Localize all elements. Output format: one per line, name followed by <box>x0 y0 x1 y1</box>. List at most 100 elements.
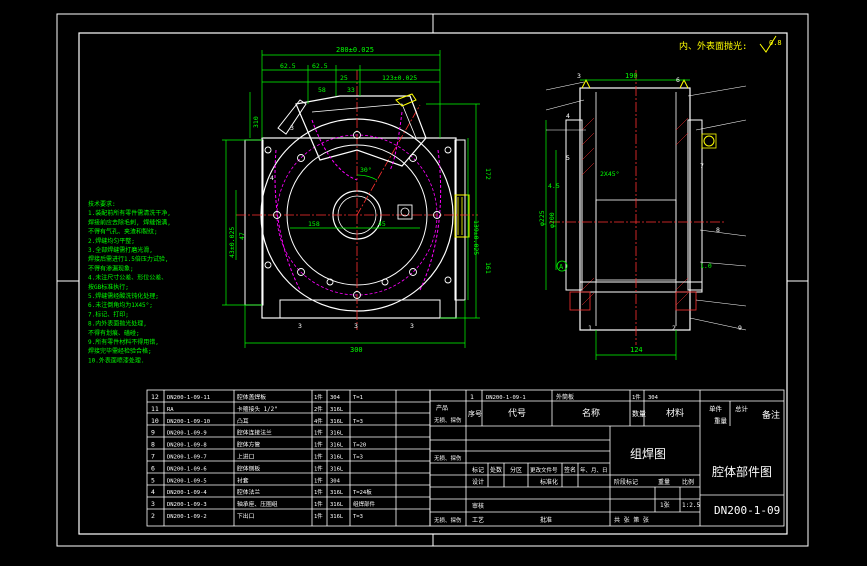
front-mark-3: 3 <box>298 322 302 330</box>
header-code: 代号 <box>508 408 526 419</box>
side-leader-7 <box>699 261 747 267</box>
tech-note-line: 9.所有零件材料不得用错, <box>88 338 159 346</box>
side-balloon-1: 3 <box>577 72 581 80</box>
header-weight: 重量 <box>714 417 728 425</box>
side-left-flange <box>565 119 583 291</box>
dim-bottom-total: 300 <box>350 346 363 354</box>
parts-right-row-qty: 1件 <box>632 393 641 401</box>
tech-note-line: 不得有渗漏现象; <box>88 264 134 272</box>
front-key-box <box>397 204 413 220</box>
parts-row-code: DN200-1-09-3 <box>167 502 207 508</box>
parts-row-mat: 316L <box>330 443 344 449</box>
title-drawing-name: 腔体部件图 <box>712 464 772 479</box>
parts-row-mat: 316L <box>330 490 344 496</box>
title-stage-label: 阶段标记 <box>614 478 638 486</box>
side-view: 190 2X45° φ225 φ200 4.5 1.0 124 A 3 4 5 … <box>538 70 747 360</box>
parts-row-mat: 316L <box>330 431 344 437</box>
dim-center: 158 <box>308 220 320 228</box>
dim-left-big: 310 <box>252 116 260 128</box>
side-leader-4 <box>687 85 747 97</box>
parts-row-no: 4 <box>151 488 155 496</box>
side-balloon-7: 9 <box>738 324 742 332</box>
parts-row-note: T=20 <box>353 443 366 449</box>
front-hidden-left <box>274 149 301 291</box>
parts-row-note: T=1 <box>353 395 363 401</box>
parts-row-code: DN200-1-09-8 <box>167 443 207 449</box>
parts-row-note: 组焊部件 <box>353 500 376 508</box>
tech-notes: 技术要求:1.装配前所有零件需清洗干净, 焊接前应去除毛刺, 焊缝饱满, 不得有… <box>88 200 171 364</box>
side-balloon-5: 7 <box>700 162 704 170</box>
tech-note-line: 技术要求: <box>88 200 116 208</box>
parts-right-row-code: DN200-1-09-1 <box>486 395 526 401</box>
tech-note-line: 焊接完毕需经检验合格; <box>88 347 152 355</box>
surface-note-text: 内、外表面抛光: <box>679 40 747 52</box>
parts-row-qty: 1件 <box>314 453 323 461</box>
parts-row-no: 10 <box>151 417 159 425</box>
front-inlet-inner <box>311 103 417 139</box>
dim-hole: 45 <box>378 220 386 228</box>
side-bottom-hatch-right <box>675 291 697 311</box>
title-block-border <box>429 389 785 527</box>
parts-row-name: 腔体盖焊板 <box>237 393 266 401</box>
parts-row-name: 衬套 <box>237 476 249 484</box>
front-inlet-hopper <box>295 95 427 167</box>
parts-row-qty: 2件 <box>314 405 323 413</box>
side-balloon-9: 2 <box>672 324 676 332</box>
side-leader-9 <box>689 317 747 331</box>
title-scale-label: 比例 <box>682 478 694 486</box>
parts-row-code: RA <box>167 407 174 413</box>
parts-row-code: DN200-1-09-5 <box>167 478 207 484</box>
parts-row-name: 腔体连接法兰 <box>237 429 272 437</box>
side-leader-8 <box>695 299 747 307</box>
parts-row-no: 9 <box>151 429 155 437</box>
front-side-port <box>454 194 470 238</box>
tech-note-line: 焊接前应去除毛刺, 焊缝饱满, <box>88 218 171 226</box>
parts-row-name: 腔体法兰 <box>237 488 260 496</box>
side-dim-left-a: φ225 <box>538 210 546 226</box>
front-hidden-right <box>419 149 442 291</box>
side-dim-chamfer: 2X45° <box>600 170 620 178</box>
tech-note-line: 不得有气孔、夹渣和裂纹; <box>88 228 158 236</box>
dim-top-small: 25 <box>340 74 348 82</box>
parts-row-no: 6 <box>151 464 155 472</box>
parts-row-mat: 316L <box>330 407 344 413</box>
side-dim-left-b: φ200 <box>548 212 556 228</box>
title-weld-label-1: 无损、探伤 <box>434 416 462 424</box>
tech-note-line: 10.外表面喷漆处理. <box>88 356 144 364</box>
front-bottom-plate <box>279 299 441 319</box>
parts-row-no: 3 <box>151 500 155 508</box>
side-leader-2 <box>545 99 585 111</box>
title-weld-label-2: 无损、探伤 <box>434 454 462 462</box>
parts-row-qty: 4件 <box>314 417 323 425</box>
parts-row-note: T=3 <box>353 419 363 425</box>
dim-angle-arc <box>356 174 378 181</box>
title-designer: 设计 <box>472 478 484 486</box>
side-hatch-left <box>581 117 595 306</box>
header-product: 产品 <box>436 404 448 412</box>
dim-right-low: 161 <box>484 262 492 274</box>
parts-row-qty: 1件 <box>314 488 323 496</box>
parts-row-note: T=3 <box>353 455 363 461</box>
title-weld-label-3: 无损、探伤 <box>434 516 462 524</box>
side-balloon-2: 4 <box>566 112 570 120</box>
side-tol-b: 1.0 <box>700 262 712 270</box>
title-drawing-no: DN200-1-09 <box>714 504 780 517</box>
parts-row-code: DN200-1-09-2 <box>167 514 207 520</box>
side-bottom-hatch <box>569 291 591 311</box>
parts-right-row-name: 外筒板 <box>556 393 574 401</box>
side-dim-top-width: 190 <box>625 72 638 80</box>
title-block <box>429 389 785 527</box>
parts-row-qty: 1件 <box>314 429 323 437</box>
tech-note-line: 4.未注尺寸公差、形位公差、 <box>88 274 167 282</box>
parts-row-code: DN200-1-09-10 <box>167 419 210 425</box>
parts-row-name: 上进口 <box>237 453 255 461</box>
side-tol-a: 4.5 <box>548 182 560 190</box>
dim-top-a: 58 <box>318 86 326 94</box>
front-mark-2: 4 <box>270 174 274 182</box>
side-datum-label: A <box>559 263 564 271</box>
dim-top-right: 123±0.025 <box>382 74 417 82</box>
parts-row-qty: 1件 <box>314 476 323 484</box>
parts-row-name: 凸耳 <box>237 418 249 425</box>
parts-row-qty: 1件 <box>314 512 323 520</box>
